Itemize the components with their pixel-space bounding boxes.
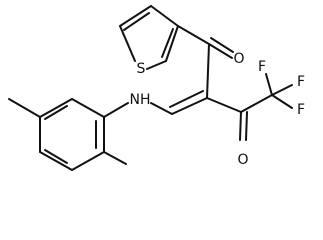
trifluoro-bond-2 (271, 94, 293, 109)
trifluoro-bond-3 (265, 73, 273, 96)
carbonyl-top-bond-1 (208, 43, 233, 59)
carbonyl-bottom-bond-2 (245, 111, 248, 141)
benzene-bond-2 (71, 151, 105, 171)
enamine-to-nh (150, 102, 173, 115)
chemical-structure-canvas: S O O NH F F F (8, 5, 306, 171)
methyl-bottom (103, 151, 127, 165)
thiophene-bond-3 (150, 5, 179, 27)
methyl-left (8, 98, 41, 118)
trifluoro-bond-1 (271, 84, 293, 96)
center-chain-bond-2 (206, 97, 242, 113)
benzene-inner-bond-3 (44, 105, 68, 120)
thiophene-bond-1 (119, 5, 152, 27)
thiophene-bond-7 (119, 25, 136, 62)
carbonyl-bottom-bond-1 (239, 111, 242, 141)
center-chain-bond-3 (240, 94, 273, 113)
thiophene-bond-5 (161, 28, 174, 58)
center-chain-bond-1 (206, 43, 210, 99)
sulfur-atom-label: S (137, 61, 146, 77)
oxygen-atom-top-label: O (233, 51, 244, 67)
benzene-bond-6 (71, 98, 105, 118)
oxygen-atom-bottom-label: O (237, 152, 248, 168)
fluorine-atom-2-label: F (297, 74, 305, 90)
enamine-double-bond-2 (169, 90, 204, 108)
benzene-bond-5 (39, 98, 73, 118)
molecule-diagram: S O O NH F F F (8, 5, 306, 171)
fluorine-atom-3-label: F (297, 102, 305, 118)
benzene-inner-bond-2 (44, 149, 68, 164)
thiophene-to-carbonyl (177, 25, 210, 45)
aniline-nh-to-ring (103, 102, 129, 118)
enamine-double-bond-1 (171, 97, 208, 115)
benzene-bond-3 (39, 151, 73, 171)
carbonyl-top-bond-2 (210, 37, 234, 53)
thiophene-bond-2 (123, 12, 150, 31)
atom-labels: S O O NH F F F (130, 51, 306, 168)
nh-atom-label: NH (130, 92, 151, 108)
bond-lines (8, 5, 293, 171)
fluorine-atom-1-label: F (258, 59, 266, 75)
thiophene-bond-4 (165, 25, 179, 62)
thiophene-bond-6 (146, 60, 167, 70)
